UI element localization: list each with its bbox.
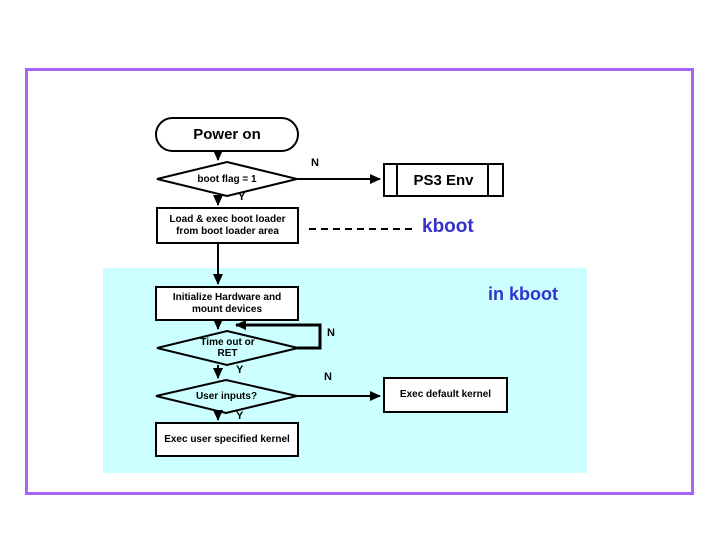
- node-load-boot-loader: Load & exec boot loader from boot loader…: [156, 207, 299, 244]
- predefined-process-left-bar: [396, 164, 398, 196]
- edge-label-bootflag-y: Y: [238, 191, 246, 203]
- node-boot-flag-label: boot flag = 1: [197, 173, 257, 185]
- predefined-process-right-bar: [487, 164, 489, 196]
- node-load-boot-loader-line1: Load & exec boot loader: [169, 213, 286, 225]
- node-ps3-env-label: PS3 Env: [413, 171, 474, 189]
- node-init-hardware-line2: mount devices: [191, 303, 263, 315]
- node-init-hardware: Initialize Hardware and mount devices: [155, 286, 299, 321]
- node-timeout: Time out or RET: [157, 331, 298, 365]
- node-ps3-env: PS3 Env: [383, 163, 504, 197]
- edge-label-timeout-n: N: [327, 327, 335, 339]
- node-boot-flag: boot flag = 1: [157, 162, 297, 196]
- edge-label-timeout-y: Y: [236, 364, 244, 376]
- node-timeout-line1: Time out or: [200, 337, 255, 348]
- node-exec-default-kernel-label: Exec default kernel: [399, 389, 492, 400]
- node-power-on: Power on: [155, 117, 299, 152]
- node-exec-user-kernel: Exec user specified kernel: [155, 422, 299, 457]
- node-exec-default-kernel: Exec default kernel: [383, 377, 508, 413]
- node-load-boot-loader-line2: from boot loader area: [176, 225, 279, 237]
- node-timeout-line2: RET: [217, 348, 238, 359]
- kboot-annotation: kboot: [422, 216, 474, 237]
- node-user-inputs-label: User inputs?: [195, 391, 258, 402]
- edge-label-userinputs-n: N: [324, 371, 332, 383]
- node-power-on-label: Power on: [193, 126, 261, 143]
- node-exec-user-kernel-label: Exec user specified kernel: [164, 433, 290, 445]
- node-user-inputs: User inputs?: [156, 380, 297, 413]
- in-kboot-annotation: in kboot: [488, 284, 558, 304]
- node-init-hardware-line1: Initialize Hardware and: [172, 291, 282, 303]
- edge-label-userinputs-y: Y: [236, 410, 244, 422]
- edge-label-bootflag-n: N: [311, 157, 319, 169]
